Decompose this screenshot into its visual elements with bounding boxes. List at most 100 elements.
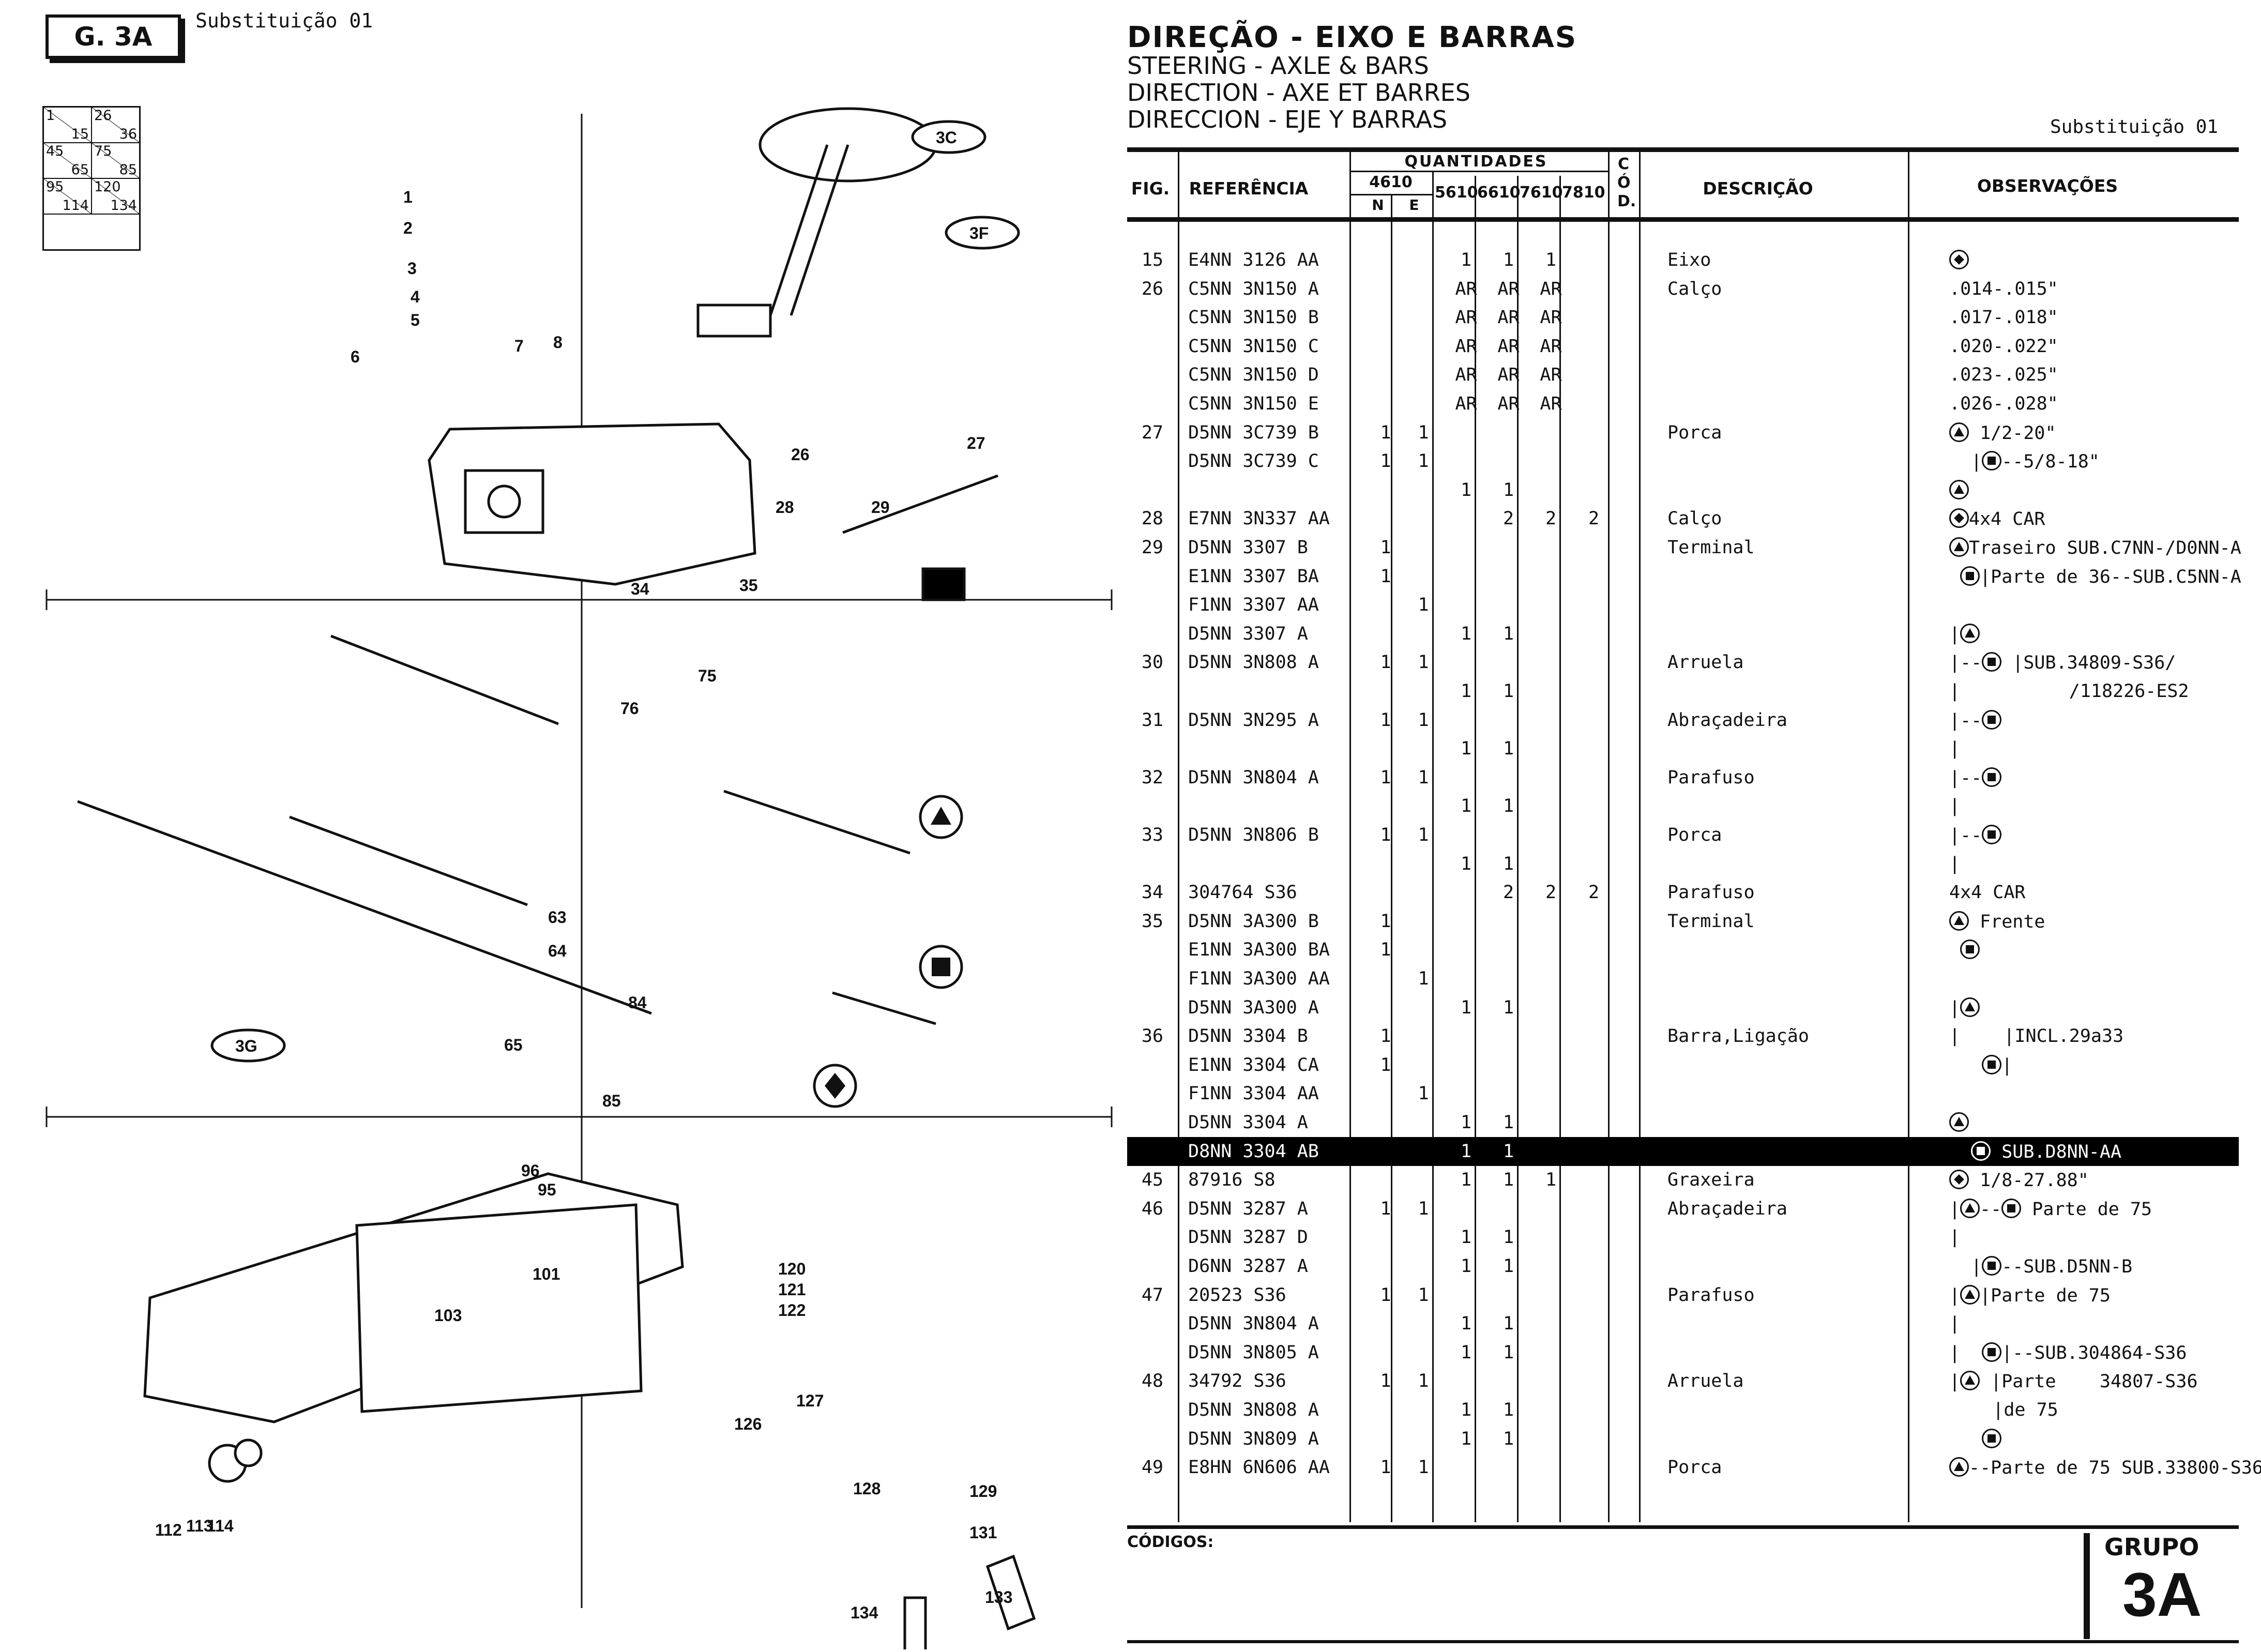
obs-text: |Parte de 75 xyxy=(1980,1285,2111,1306)
cell-ref: 20523 S36 xyxy=(1188,1284,1286,1306)
callout-120: 120 xyxy=(778,1260,806,1278)
obs-text: | xyxy=(1949,1371,1961,1392)
cell-q66: AR xyxy=(1497,365,1520,386)
cell-desc: Calço xyxy=(1667,508,1722,529)
diamond-icon xyxy=(1949,1170,1969,1190)
callout-127: 127 xyxy=(796,1391,824,1410)
cell-q76: 1 xyxy=(1545,250,1557,270)
col-header-7610: 7610 xyxy=(1520,184,1563,202)
cell-q56: 1 xyxy=(1460,623,1472,644)
cell-desc: Terminal xyxy=(1667,537,1755,558)
cell-fig: 36 xyxy=(1141,1026,1163,1047)
cell-ref: D5NN 3N295 A xyxy=(1188,709,1319,731)
cell-ref: D5NN 3N804 A xyxy=(1188,1313,1319,1335)
cell-ref: 304764 S36 xyxy=(1188,882,1297,903)
callout-3: 3 xyxy=(407,259,417,278)
obs-text: |--SUB.304864-S36 xyxy=(2001,1342,2187,1363)
cell-fig: 28 xyxy=(1141,508,1163,529)
cell-obs: | xyxy=(1949,738,1960,759)
square-icon xyxy=(1982,1428,2002,1448)
obs-text: |Parte de 36--SUB.C5NN-A xyxy=(1980,566,2241,587)
cell-q66: AR xyxy=(1497,278,1520,299)
cell-e: 1 xyxy=(1418,1457,1429,1478)
cell-q56: 1 xyxy=(1460,1313,1472,1335)
cell-q56: 1 xyxy=(1460,1170,1472,1191)
diagram-callout-numbers: 1 2 3 4 5 6 7 8 26 27 28 29 34 35 36 75 … xyxy=(155,188,1012,1622)
spindle-assembly xyxy=(903,1554,1036,1649)
obs-text: Frente xyxy=(1969,911,2045,932)
cell-q56: 1 xyxy=(1460,1342,1472,1363)
obs-text: | /118226-ES2 xyxy=(1949,681,2189,702)
obs-text: .020-.022" xyxy=(1949,336,2058,357)
callout-95: 95 xyxy=(538,1180,556,1199)
cell-ref: C5NN 3N150 E xyxy=(1188,393,1319,414)
cell-obs: | |--SUB.304864-S36 xyxy=(1949,1342,2187,1363)
callout-113: 113 xyxy=(186,1517,213,1535)
col-header-cod: CÓD. xyxy=(1617,155,1636,210)
cell-obs: 4x4 CAR xyxy=(1949,508,2045,529)
cell-e: 1 xyxy=(1418,1371,1429,1392)
col-header-descricao: DESCRIÇÃO xyxy=(1703,178,1813,199)
square-icon xyxy=(1982,1054,2002,1074)
cell-desc: Abraçadeira xyxy=(1667,1198,1787,1219)
square-icon xyxy=(1982,825,2002,844)
cell-q56: 1 xyxy=(1460,250,1472,270)
cell-n: 1 xyxy=(1380,537,1391,558)
obs-text: .023-.025" xyxy=(1949,365,2058,386)
cell-q56: 1 xyxy=(1460,1227,1472,1248)
cell-q56: AR xyxy=(1455,307,1477,328)
cell-ref: D5NN 3287 A xyxy=(1188,1198,1308,1219)
cell-e: 1 xyxy=(1418,825,1429,845)
cell-e: 1 xyxy=(1418,709,1429,731)
